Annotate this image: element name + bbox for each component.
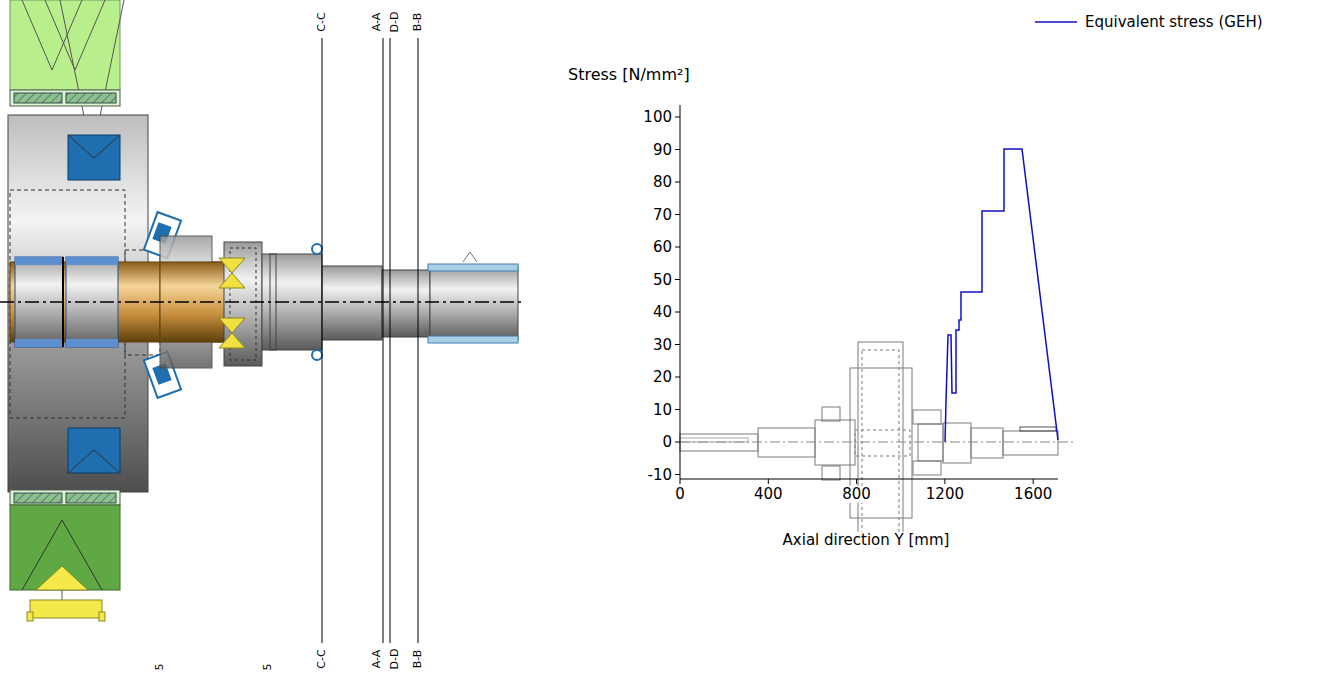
section-label: C-C (316, 649, 328, 668)
section-label: A-A (371, 13, 383, 32)
tick-label: 400 (753, 486, 784, 503)
tick-label: 80 (652, 174, 673, 191)
tick-label: 40 (652, 304, 673, 321)
tick-label: 1200 (925, 486, 965, 503)
tick-label: 60 (652, 239, 673, 256)
tick-label: 30 (652, 336, 673, 353)
legend-line (1035, 21, 1077, 23)
tick-label: 90 (652, 141, 673, 158)
tick-label: 0 (674, 486, 686, 503)
tick-label: 0 (661, 434, 673, 451)
callout-number: 5 (154, 664, 166, 671)
section-label: C-C (316, 12, 328, 31)
section-label: A-A (371, 650, 383, 669)
tick-label: 10 (652, 401, 673, 418)
tick-label: 1600 (1013, 486, 1053, 503)
section-label: B-B (412, 13, 424, 32)
section-label: D-D (389, 12, 401, 33)
tick-label: -10 (647, 466, 674, 483)
axis-title: Axial direction Y [mm] (782, 532, 951, 549)
tick-label: 800 (841, 486, 872, 503)
tick-label: 50 (652, 271, 673, 288)
section-label: B-B (412, 650, 424, 669)
section-label: D-D (389, 649, 401, 670)
tick-label: 70 (652, 206, 673, 223)
tick-label: 100 (642, 109, 673, 126)
tick-label: 20 (652, 369, 673, 386)
callout-number: 5 (262, 664, 274, 671)
legend-text: Equivalent stress (GEH) (1085, 14, 1263, 31)
axis-title: Stress [N/mm²] (568, 66, 690, 84)
